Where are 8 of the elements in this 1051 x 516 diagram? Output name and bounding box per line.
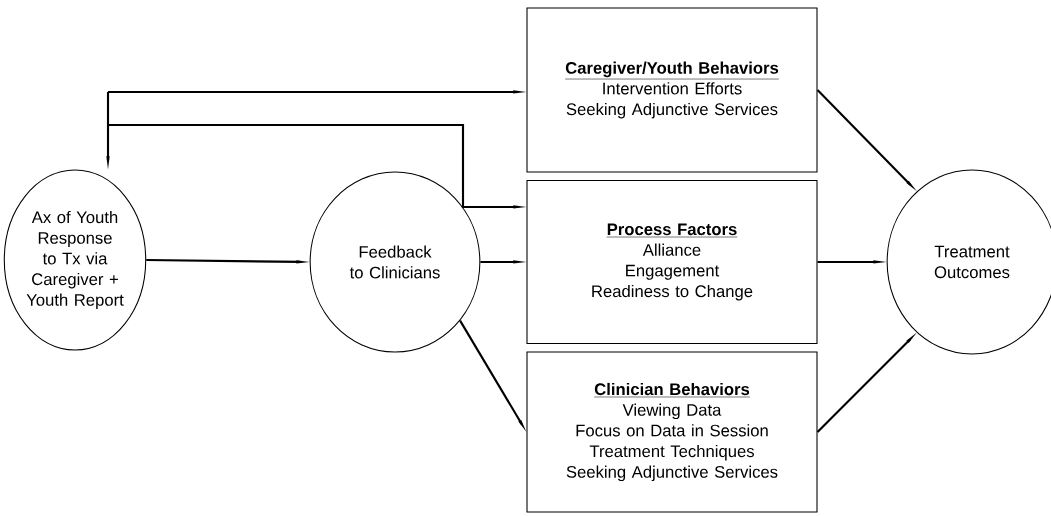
- process-box: Caregiver/Youth Behaviors Intervention Efforts Seeking Adjunctive Services: [526, 7, 818, 173]
- process-box: Clinician Behaviors Viewing Data Focus on Data in Session Treatment Techniques Seeking Adjunctive Services: [526, 351, 818, 513]
- oval-node: Ax of Youth Response to Tx via Caregiver + Youth Report: [3, 169, 147, 351]
- arrow: [816, 332, 917, 433]
- arrow: [816, 89, 917, 192]
- process-box: Process Factors Alliance Engagement Readiness to Change: [526, 179, 818, 345]
- arrow: [459, 320, 527, 432]
- oval-node: Feedback to Clinicians: [309, 171, 481, 353]
